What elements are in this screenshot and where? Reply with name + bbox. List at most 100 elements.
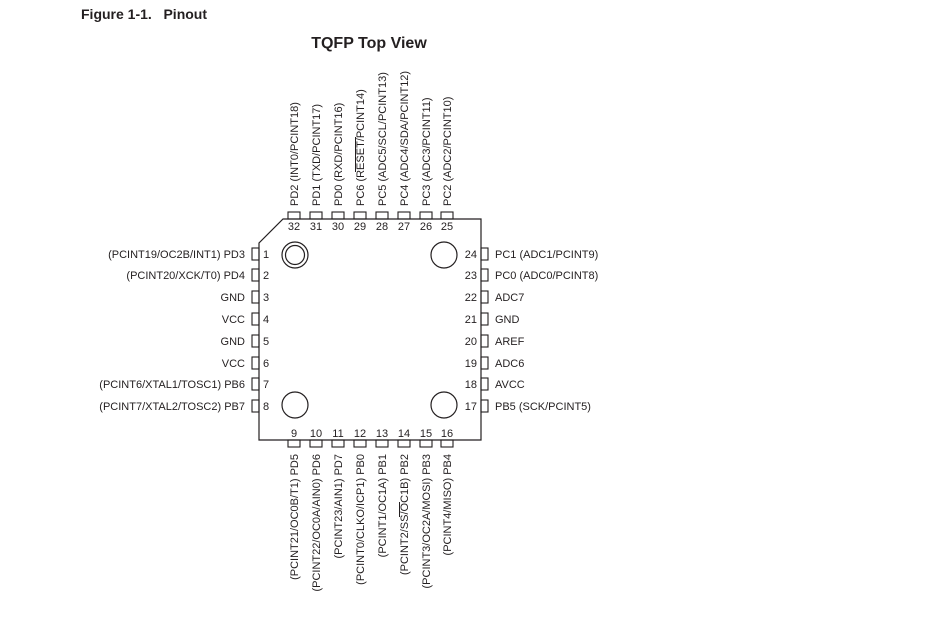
pin-17-number: 17 — [465, 401, 477, 413]
pin-21-lead — [480, 312, 489, 326]
pin-11-number: 11 — [332, 428, 343, 440]
pin-23-number: 23 — [465, 270, 477, 282]
pin-15-number: 15 — [420, 428, 432, 440]
pin-13-lead — [375, 439, 389, 448]
pin-10-lead — [309, 439, 323, 448]
pin-12-lead — [353, 439, 367, 448]
pin-7-lead — [251, 377, 260, 391]
pin-1-number: 1 — [263, 249, 269, 261]
pin-32-lead — [287, 211, 301, 220]
pin-14-label: (PCINT2/SS/OC1B) PB2 — [399, 454, 411, 575]
pin-31-number: 31 — [310, 221, 322, 233]
pin-3-number: 3 — [263, 292, 269, 304]
pin-2-number: 2 — [263, 270, 269, 282]
pin-11-label: (PCINT23/AIN1) PD7 — [333, 454, 345, 559]
pin-4-number: 4 — [263, 314, 269, 326]
pin-7-number: 7 — [263, 379, 269, 391]
pin-16-number: 16 — [441, 428, 453, 440]
pin-30-lead — [331, 211, 345, 220]
pin-29-lead — [353, 211, 367, 220]
pin-29-number: 29 — [354, 221, 366, 233]
pin-20-number: 20 — [465, 336, 477, 348]
pin-30-number: 30 — [332, 221, 344, 233]
pin-11-lead — [331, 439, 345, 448]
pin-14-lead — [397, 439, 411, 448]
pin-26-number: 26 — [420, 221, 432, 233]
pin-2-label: (PCINT20/XCK/T0) PD4 — [126, 270, 245, 282]
diagram-title-text: TQFP Top View — [311, 35, 427, 52]
pin-26-label: PC3 (ADC3/PCINT11) — [421, 97, 433, 206]
pin-24-number: 24 — [465, 249, 477, 261]
pin-16-label: (PCINT4/MISO) PB4 — [442, 454, 454, 555]
pin-10-number: 10 — [310, 428, 322, 440]
pin-27-lead — [397, 211, 411, 220]
pin-32-label: PD2 (INT0/PCINT18) — [289, 102, 301, 206]
pin-10-label: (PCINT22/OC0A/AIN0) PD6 — [311, 454, 323, 592]
pin-24-lead — [480, 247, 489, 261]
diagram-title: TQFP Top View — [0, 35, 934, 53]
pin-9-number: 9 — [291, 428, 297, 440]
pin-12-number: 12 — [354, 428, 366, 440]
figure-caption: Figure 1-1. Pinout — [81, 6, 208, 22]
pin-18-label: AVCC — [495, 379, 525, 391]
pin-19-lead — [480, 356, 489, 370]
pin-14-number: 14 — [398, 428, 410, 440]
pin-18-lead — [480, 377, 489, 391]
pin-28-label: PC5 (ADC5/SCL/PCINT13) — [377, 72, 389, 206]
pin-32-number: 32 — [288, 221, 300, 233]
pin-1-lead — [251, 247, 260, 261]
pin-22-number: 22 — [465, 292, 477, 304]
pin-27-number: 27 — [398, 221, 410, 233]
pin-22-label: ADC7 — [495, 292, 524, 304]
pin-28-lead — [375, 211, 389, 220]
pin-9-label: (PCINT21/OC0B/T1) PD5 — [289, 454, 301, 580]
pin-5-label: GND — [221, 336, 246, 348]
pin-3-lead — [251, 290, 260, 304]
pin-21-number: 21 — [465, 314, 477, 326]
pin-28-number: 28 — [376, 221, 388, 233]
pin-1-label: (PCINT19/OC2B/INT1) PD3 — [108, 249, 245, 261]
pin-15-label: (PCINT3/OC2A/MOSI) PB3 — [421, 454, 433, 588]
pin-6-lead — [251, 356, 260, 370]
pin-5-lead — [251, 334, 260, 348]
pin-19-number: 19 — [465, 358, 477, 370]
pin-25-lead — [440, 211, 454, 220]
pin-3-label: GND — [221, 292, 246, 304]
pin-9-lead — [287, 439, 301, 448]
pin1-marker-inner — [284, 244, 306, 266]
pin-15-lead — [419, 439, 433, 448]
mounting-mark-bottom-left — [281, 391, 309, 419]
pin-4-label: VCC — [222, 314, 245, 326]
pin-8-lead — [251, 399, 260, 413]
pin-27-label: PC4 (ADC4/SDA/PCINT12) — [399, 71, 411, 206]
pin-5-number: 5 — [263, 336, 269, 348]
chip-package-outline — [258, 218, 482, 441]
pin-18-number: 18 — [465, 379, 477, 391]
pin-8-label: (PCINT7/XTAL2/TOSC2) PB7 — [99, 401, 245, 413]
mounting-mark-top-right — [430, 241, 458, 269]
pin-7-label: (PCINT6/XTAL1/TOSC1) PB6 — [99, 379, 245, 391]
pin-31-label: PD1 (TXD/PCINT17) — [311, 104, 323, 206]
pin-25-number: 25 — [441, 221, 453, 233]
pin-4-lead — [251, 312, 260, 326]
pin-29-label: PC6 (RESET/PCINT14) — [355, 89, 367, 206]
pin-23-label: PC0 (ADC0/PCINT8) — [495, 270, 598, 282]
pin-30-label: PD0 (RXD/PCINT16) — [333, 103, 345, 206]
pins-layer: 1 (PCINT19/OC2B/INT1) PD3 2 (PCINT20/XCK/T0… — [99, 71, 598, 592]
pin-8-number: 8 — [263, 401, 269, 413]
pin-19-label: ADC6 — [495, 358, 524, 370]
pin-12-label: (PCINT0/CLKO/ICP1) PB0 — [355, 454, 367, 585]
pin-23-lead — [480, 268, 489, 282]
pin-17-lead — [480, 399, 489, 413]
pin-2-lead — [251, 268, 260, 282]
pin-17-label: PB5 (SCK/PCINT5) — [495, 401, 591, 413]
pin-16-lead — [440, 439, 454, 448]
pin-31-lead — [309, 211, 323, 220]
pin-20-label: AREF — [495, 336, 525, 348]
mounting-mark-bottom-right — [430, 391, 458, 419]
pin-13-label: (PCINT1/OC1A) PB1 — [377, 454, 389, 557]
pin-6-label: VCC — [222, 358, 245, 370]
pin1-marker-outer — [281, 241, 309, 269]
pin-20-lead — [480, 334, 489, 348]
